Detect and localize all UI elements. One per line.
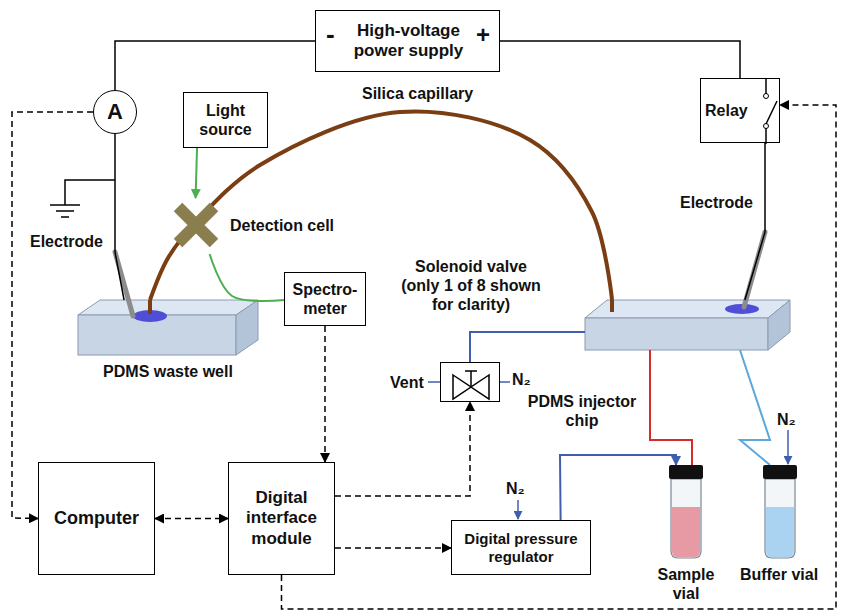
electrode-rod xyxy=(115,252,133,316)
detection-cross xyxy=(178,207,214,243)
connector xyxy=(335,547,451,549)
solenoid-valve-text: Solenoid valve (only 1 of 8 shown for cl… xyxy=(396,257,546,315)
injector-chip: PDMS injector chip xyxy=(585,300,790,350)
vial-cap xyxy=(669,465,703,479)
spectrometer-box: Spectro- meter xyxy=(284,272,366,326)
gas-label: N₂ xyxy=(777,410,796,429)
solenoid-valve-shape xyxy=(441,363,501,403)
buffer-vial: Buffer vial xyxy=(762,465,796,560)
gas-label: N₂ xyxy=(512,370,531,389)
interface-module-box: Digital interface module xyxy=(228,462,335,575)
connector xyxy=(115,134,124,300)
pressure-regulator-box: Digital pressure regulator xyxy=(451,520,591,575)
light-source-box-text: Light source xyxy=(191,101,261,139)
detection-cross xyxy=(178,207,214,243)
ammeter-circle-text: A xyxy=(107,99,123,125)
power-supply-box: -High-voltage power supply+ xyxy=(315,10,500,72)
detection-cell-text: Detection cell xyxy=(230,216,334,235)
gas-feed-arrow xyxy=(517,500,519,519)
buffer-vial-shape xyxy=(762,465,796,560)
connector xyxy=(740,350,770,465)
valve-actuator xyxy=(465,371,477,387)
switch-wire xyxy=(765,79,767,94)
connector xyxy=(196,148,197,198)
computer-box-text: Computer xyxy=(54,508,139,530)
connector xyxy=(650,350,692,465)
vial-glass xyxy=(671,479,701,558)
gas-line xyxy=(500,381,510,383)
spectrometer-box-text: Spectro- meter xyxy=(290,280,360,318)
connector xyxy=(155,518,228,520)
buffer-vial-text: Buffer vial xyxy=(739,565,819,584)
ground-symbol xyxy=(61,216,69,218)
detection-cell: Detection cell xyxy=(170,198,335,254)
switch-blade xyxy=(766,101,777,124)
sample-vial-text: Sample vial xyxy=(646,565,726,603)
connector xyxy=(324,326,326,462)
light-source-box: Light source xyxy=(183,92,268,148)
vent-line xyxy=(428,381,440,383)
pdms-slab-top xyxy=(78,300,258,315)
pdms-slab-front xyxy=(585,318,768,350)
vial-glass xyxy=(765,479,795,558)
injector-chip-text: PDMS injector chip xyxy=(523,392,641,430)
connector xyxy=(745,143,765,300)
interface-module-box-text: Digital interface module xyxy=(234,488,329,549)
waste-well: PDMS waste well xyxy=(78,300,258,355)
solenoid-valve: Solenoid valve (only 1 of 8 shown for cl… xyxy=(440,362,500,402)
gas-feed-arrow xyxy=(787,430,789,464)
sample-vial-shape xyxy=(668,465,704,560)
sample-vial: Sample vial xyxy=(668,465,704,560)
connector-label: Silica capillary xyxy=(362,84,473,103)
connector xyxy=(560,455,676,520)
capillary-end xyxy=(148,300,152,314)
vial-cap xyxy=(763,465,797,479)
switch-contact xyxy=(764,94,769,99)
connector xyxy=(115,41,315,90)
pressure-regulator-box-text: Digital pressure regulator xyxy=(457,530,585,566)
pdms-slab-side xyxy=(768,300,790,350)
ground-symbol xyxy=(50,204,80,206)
ammeter-circle: A xyxy=(93,90,137,134)
connector xyxy=(12,112,93,519)
relay-box-text: Relay xyxy=(705,101,748,120)
connector xyxy=(470,332,585,362)
computer-box: Computer xyxy=(38,462,155,575)
ground-symbol xyxy=(56,210,74,212)
power-supply-box-text: + xyxy=(476,21,490,50)
relay-box: Relay xyxy=(700,78,780,143)
electrode-label: Electrode xyxy=(30,232,103,251)
pdms-slab-side xyxy=(236,300,258,355)
switch-contact xyxy=(764,124,769,129)
vial-liquid xyxy=(766,507,794,557)
gas-label: N₂ xyxy=(506,479,525,498)
connector xyxy=(335,402,470,496)
power-supply-box-text: High-voltage power supply xyxy=(346,21,471,62)
vial-liquid xyxy=(672,507,700,557)
capillary-end xyxy=(610,300,614,312)
electrode-label: Electrode xyxy=(680,193,753,212)
pdms-slab-top xyxy=(585,300,790,318)
connector xyxy=(210,254,284,301)
connector xyxy=(282,105,837,609)
power-supply-box-text: - xyxy=(326,19,335,50)
ground-wire xyxy=(65,180,115,205)
vent-label: Vent xyxy=(390,373,424,392)
switch-wire xyxy=(765,128,767,144)
waste-well-text: PDMS waste well xyxy=(78,362,258,381)
connector xyxy=(500,41,740,78)
